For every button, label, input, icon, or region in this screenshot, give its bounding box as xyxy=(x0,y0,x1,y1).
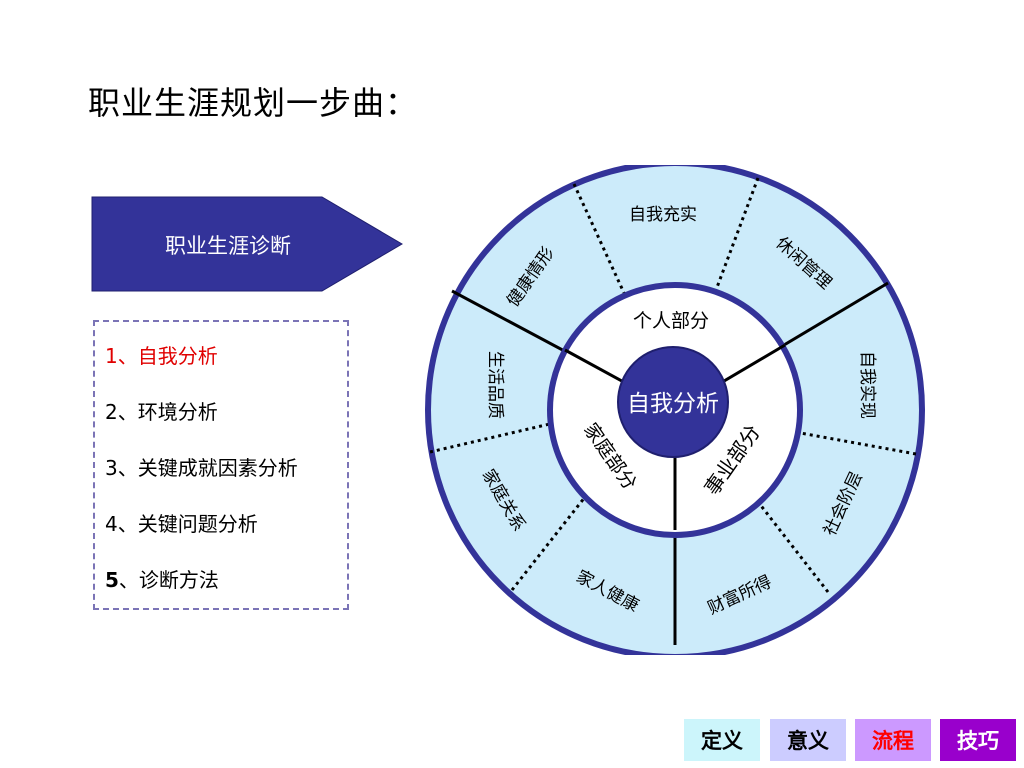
nav-button-label: 定义 xyxy=(701,729,743,753)
inner-label-personal: 个人部分 xyxy=(633,310,709,332)
step-item-1[interactable]: 1、自我分析 xyxy=(105,340,218,369)
nav-button-label: 技巧 xyxy=(957,729,999,753)
outer-label-self-enrichment: 自我充实 xyxy=(629,205,697,225)
step-number: 5 xyxy=(105,568,119,592)
diagnosis-arrow-label: 职业生涯诊断 xyxy=(165,234,291,258)
step-number: 1 xyxy=(105,344,118,368)
step-label: 、关键成就因素分析 xyxy=(117,456,298,480)
life-wheel-diagram: 自我分析 个人部分 事业部分 家庭部分 自我充实 休闲管理 自我实现 社会阶层 … xyxy=(425,165,925,655)
step-number: 4 xyxy=(105,512,118,536)
nav-button-skills[interactable]: 技巧 xyxy=(940,719,1016,761)
step-label: 、自我分析 xyxy=(117,344,218,368)
page-title: 职业生涯规划一步曲： xyxy=(88,84,419,122)
step-label: 、诊断方法 xyxy=(118,568,219,592)
step-item-4[interactable]: 4、关键问题分析 xyxy=(105,508,258,537)
step-label: 、关键问题分析 xyxy=(117,512,258,536)
step-item-5[interactable]: 5、诊断方法 xyxy=(105,564,219,593)
nav-button-label: 流程 xyxy=(872,729,914,753)
step-number: 2 xyxy=(105,400,118,424)
step-item-3[interactable]: 3、关键成就因素分析 xyxy=(105,452,298,481)
steps-list: 1、自我分析 2、环境分析 3、关键成就因素分析 4、关键问题分析 5、诊断方法 xyxy=(93,320,349,610)
diagnosis-arrow: 职业生涯诊断 xyxy=(91,196,403,292)
outer-label-self-realization: 自我实现 xyxy=(857,351,877,419)
step-item-2[interactable]: 2、环境分析 xyxy=(105,396,218,425)
nav-button-label: 意义 xyxy=(787,729,829,753)
center-label: 自我分析 xyxy=(627,391,719,417)
step-label: 、环境分析 xyxy=(117,400,218,424)
nav-button-definition[interactable]: 定义 xyxy=(684,719,760,761)
nav-button-meaning[interactable]: 意义 xyxy=(770,719,846,761)
step-number: 3 xyxy=(105,456,118,480)
center-circle xyxy=(617,346,729,458)
nav-button-process[interactable]: 流程 xyxy=(855,719,931,761)
outer-label-life-quality: 生活品质 xyxy=(485,351,505,419)
